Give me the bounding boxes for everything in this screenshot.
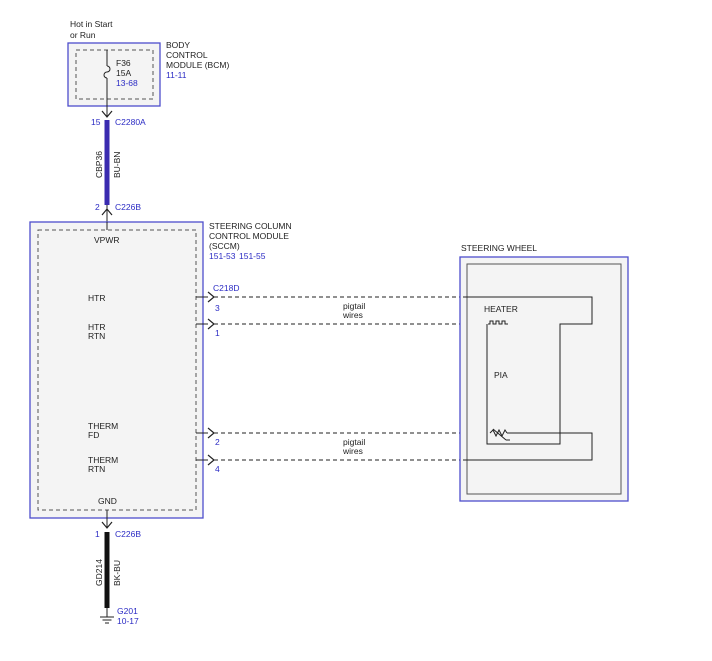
sccm-ref-2[interactable]: 151-55 [239,251,266,261]
sccm-gnd-label: GND [98,496,117,506]
wire-gd214-color: BK-BU [112,560,122,586]
c218d-pin1-symbol [207,318,215,330]
sccm-name-line3: (SCCM) [209,241,240,251]
thermistor-icon [489,428,508,438]
c2280a-connector-symbol [101,110,113,118]
c2280a-name[interactable]: C2280A [115,117,146,127]
c226b-top-pin: 2 [95,202,100,212]
c218d-pin-3: 3 [215,303,220,313]
heater-element-symbol [488,320,508,325]
heater-loop-outer [463,296,593,445]
fuse-id: F36 [116,58,131,68]
pigtail-bottom-label-1: pigtail [343,437,365,447]
c226b-bottom-pin: 1 [95,529,100,539]
sccm-htr-rtn-label-2: RTN [88,331,105,341]
bcm-ref[interactable]: 11-11 [166,70,187,80]
power-label-line2: or Run [70,30,96,40]
wheel-inner-box [466,263,622,495]
c218d-pin3-symbol [207,291,215,303]
sccm-name-line2: CONTROL MODULE [209,231,289,241]
wire-gd214-circuit: GD214 [94,559,104,586]
fuse-ref[interactable]: 13-68 [116,78,138,88]
power-label-line1: Hot in Start [70,19,113,29]
thermistor-arrow-line [492,428,507,441]
c226b-bottom-name[interactable]: C226B [115,529,141,539]
bcm-name-line2: CONTROL [166,50,208,60]
pigtail-top-label-1: pigtail [343,301,365,311]
bcm-name-line1: BODY [166,40,190,50]
c226b-top-name[interactable]: C226B [115,202,141,212]
sccm-therm-rtn-label-1: THERM [88,455,118,465]
sccm-htr-rtn-label-1: HTR [88,322,105,332]
ground-name[interactable]: G201 [117,606,138,616]
sccm-therm-fd-label-2: FD [88,430,99,440]
sccm-htr-label: HTR [88,293,105,303]
fuse-symbol [103,65,111,79]
fuse-rating: 15A [116,68,131,78]
ground-ref[interactable]: 10-17 [117,616,139,626]
bcm-name-line3: MODULE (BCM) [166,60,229,70]
wire-cbp36-color: BU-BN [112,152,122,178]
wheel-title: STEERING WHEEL [461,243,537,253]
pigtail-top-label-2: wires [342,310,363,320]
sccm-name-line1: STEERING COLUMN [209,221,292,231]
c218d-pin-4: 4 [215,464,220,474]
c218d-pin4-symbol [207,454,215,466]
sccm-therm-rtn-label-2: RTN [88,464,105,474]
pigtail-bottom-label-2: wires [342,446,363,456]
c218d-pin-1: 1 [215,328,220,338]
heater-return-path [463,432,593,461]
bcm-fuse-box [75,49,154,100]
c218d-pin2-symbol [207,427,215,439]
sccm-inner-box [37,229,197,511]
sccm-vpwr-label: VPWR [94,235,120,245]
sccm-ref-1[interactable]: 151-53 [209,251,236,261]
c226b-bottom-connector-symbol [101,521,113,529]
c218d-pin-2: 2 [215,437,220,447]
wire-cbp36-circuit: CBP36 [94,151,104,178]
c2280a-pin: 15 [91,117,101,127]
pia-label: PIA [494,370,508,380]
sccm-therm-fd-label-1: THERM [88,421,118,431]
heater-label: HEATER [484,304,518,314]
c218d-name[interactable]: C218D [213,283,239,293]
